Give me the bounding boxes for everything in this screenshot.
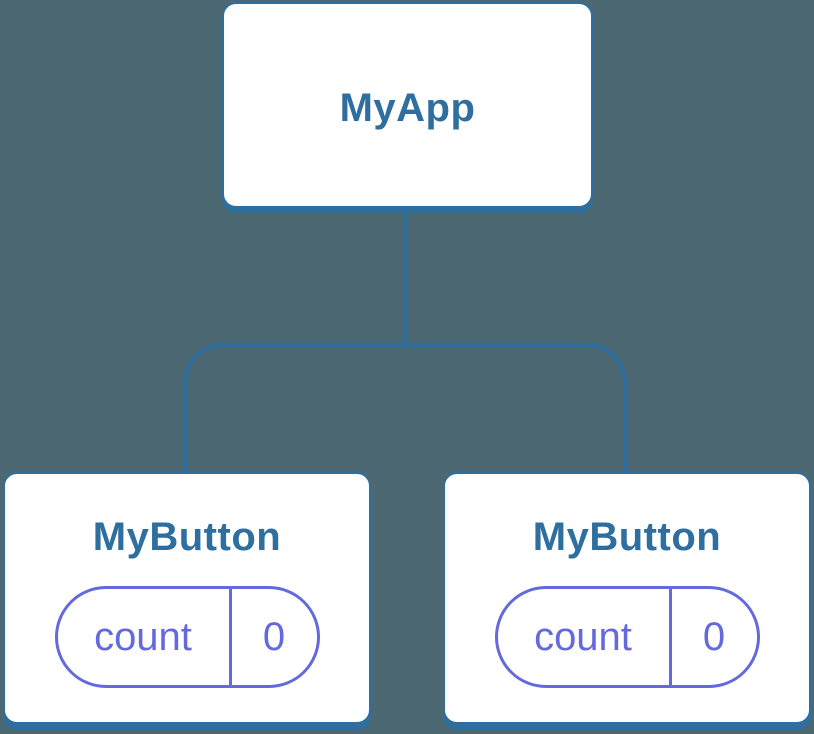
node-label-mybutton-2: MyButton xyxy=(532,515,722,559)
node-label-mybutton-1: MyButton xyxy=(92,515,282,559)
node-label-myapp: MyApp xyxy=(339,86,476,130)
tree-node-mybutton-2: MyButton count 0 xyxy=(443,472,811,724)
state-key-2: count xyxy=(534,614,632,659)
state-pill-2: count 0 xyxy=(494,586,760,688)
connector-branch xyxy=(183,343,627,473)
connector-stem xyxy=(403,210,407,344)
state-key-1: count xyxy=(94,614,192,659)
tree-node-myapp: MyApp xyxy=(222,2,593,208)
tree-node-mybutton-1: MyButton count 0 xyxy=(3,472,371,724)
state-value-2: 0 xyxy=(668,589,757,685)
state-value-1: 0 xyxy=(228,589,317,685)
state-pill-1: count 0 xyxy=(54,586,320,688)
